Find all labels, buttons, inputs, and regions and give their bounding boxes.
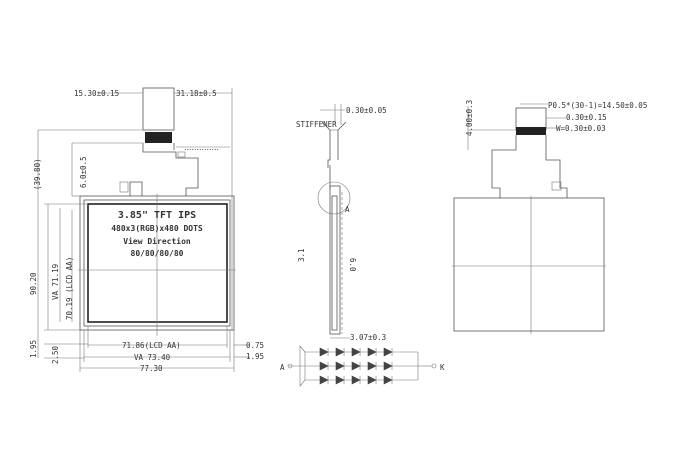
led-diode-icon xyxy=(319,361,329,371)
dim-pin-thickness: W=0.30±0.03 xyxy=(556,124,606,133)
dim-outline-width: 77.30 xyxy=(140,364,163,373)
detail-label: A xyxy=(345,205,350,214)
stiffener-label: STIFFENER xyxy=(296,120,337,129)
front-view: ‥‥‥‥‥‥‥ 3.85" TFT IPS 480x3(RGB)x480 DOT… xyxy=(29,87,264,373)
led-diode-icon xyxy=(351,375,361,385)
dim-back-height: 4.00±0.3 xyxy=(465,100,474,136)
panel-view-direction: View Direction xyxy=(123,236,191,246)
led-diode-icon xyxy=(383,375,393,385)
dim-aa-width: 71.86(LCD AA) xyxy=(122,341,181,350)
led-diode-icon xyxy=(367,361,377,371)
led-diode-icon xyxy=(319,375,329,385)
led-diode-icon xyxy=(335,361,345,371)
led-diode-icon xyxy=(383,361,393,371)
led-diode-icon xyxy=(351,347,361,357)
dim-bottom-2: 2.50 xyxy=(51,345,60,364)
led-diode-icon xyxy=(335,347,345,357)
dim-side-1: 3.1 xyxy=(297,248,306,262)
led-diode-icon xyxy=(367,347,377,357)
dim-va-width: VA 73.40 xyxy=(134,353,171,362)
dim-bottom-1: 1.95 xyxy=(29,340,38,358)
dim-fpc-width: 15.30±0.15 xyxy=(74,89,119,98)
dim-aa-height: 70.19 (LCD AA) xyxy=(65,257,74,320)
led-string-2 xyxy=(319,361,393,371)
dim-side-2: 6.0 xyxy=(348,258,357,272)
led-diode-icon xyxy=(367,375,377,385)
led-string-1 xyxy=(319,347,393,357)
led-diode-icon xyxy=(351,361,361,371)
backlight-led-circuit: A K xyxy=(280,345,445,387)
dim-total-height: (39.80) xyxy=(33,158,42,190)
dim-side-thickness: 0.30±0.05 xyxy=(346,106,387,115)
dim-outline-height: 90.20 xyxy=(29,272,38,295)
led-diode-icon xyxy=(335,375,345,385)
panel-resolution: 480x3(RGB)x480 DOTS xyxy=(111,224,203,233)
led-diode-icon xyxy=(319,347,329,357)
svg-text:‥‥‥‥‥‥‥: ‥‥‥‥‥‥‥ xyxy=(184,143,219,152)
dim-fpc-offset: 31.18±0.5 xyxy=(176,89,217,98)
side-view: 0.30±0.05 STIFFENER A 3.1 6.0 3.07±0.3 xyxy=(296,104,387,342)
fpc-connector-pad xyxy=(145,132,172,143)
led-string-3 xyxy=(319,375,393,385)
circuit-cathode-label: K xyxy=(440,363,445,372)
led-diode-icon xyxy=(383,347,393,357)
dim-pitch: P0.5*(30-1)=14.50±0.05 xyxy=(548,101,647,110)
dim-side-depth: 3.07±0.3 xyxy=(350,333,386,342)
panel-title: 3.85" TFT IPS xyxy=(118,210,196,221)
dim-fpc-length: 6.0±0.5 xyxy=(79,156,88,188)
back-fpc-pad xyxy=(516,127,546,135)
circuit-anode-label: A xyxy=(280,363,285,372)
panel-view-angles: 80/80/80/80 xyxy=(131,249,184,258)
back-view: 4.00±0.3 P0.5*(30-1)=14.50±0.05 0.30±0.1… xyxy=(452,100,647,334)
dim-right-1: 0.75 xyxy=(246,341,264,350)
dim-va-height: VA 71.19 xyxy=(51,264,60,300)
dim-pin-width: 0.30±0.15 xyxy=(566,113,607,122)
dim-right-2: 1.95 xyxy=(246,352,264,361)
